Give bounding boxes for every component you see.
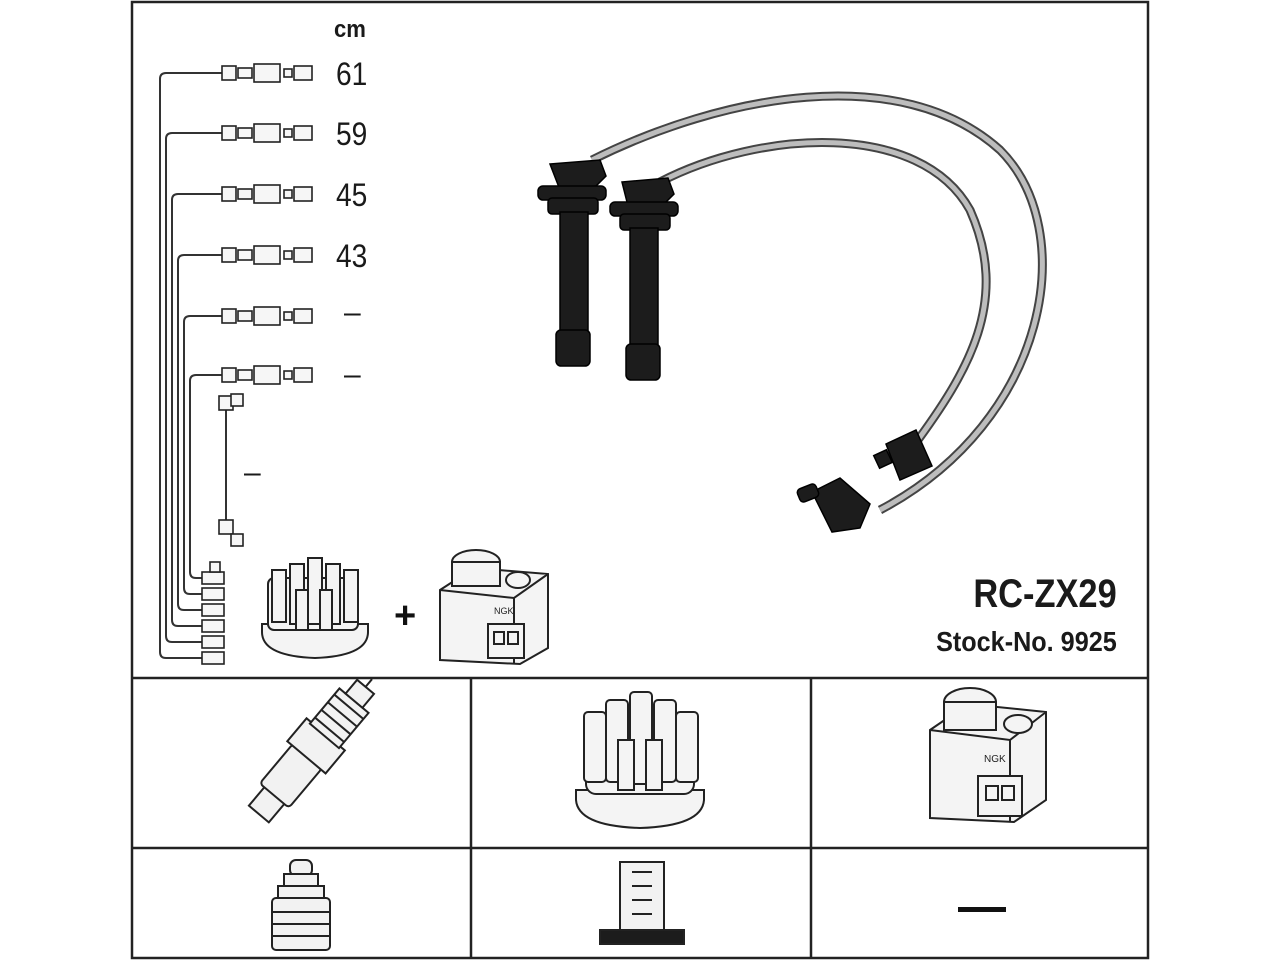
plug-boot-1 [537,159,607,367]
plus-sign: + [394,595,416,637]
ignition-coil-small-icon: NGK [439,549,549,666]
ignition-coil-icon: NGK [929,687,1047,824]
frame [130,0,1150,960]
coil-lettering: NGK [984,754,1006,765]
wire-connector-6 [221,365,313,385]
distributor-cap-small-icon [261,557,369,660]
coil-wire-connectors [218,393,244,547]
ignition-lead-set [537,91,1047,533]
wire-length-1: 61 [336,56,368,92]
wire-length-4: 43 [336,238,368,274]
model-code: RC-ZX29 [973,572,1117,616]
lead-end-straight [872,428,933,482]
plug-boot-2 [609,177,679,381]
empty-cell-dash [958,907,1006,912]
wiring-schematic [159,72,227,659]
wire-connector-45 [221,184,313,204]
plug-connector-icon [271,859,331,951]
spark-plug-icon [247,678,376,824]
wire-length-3: 45 [336,177,368,213]
unit-label: cm [334,16,366,43]
cap-terminal-icon [599,861,685,945]
coil-small-lettering: NGK [494,606,514,616]
wire-length-6: – [344,358,361,391]
bus-terminals [201,561,225,665]
lead-end-angled [796,477,871,533]
wire-connectors [201,63,313,665]
wire-connector-43 [221,245,313,265]
wire-connector-59 [221,123,313,143]
stock-number: Stock-No. 9925 [936,626,1117,657]
distributor-cap-icon [575,691,705,830]
wire-connector-5 [221,306,313,326]
wire-connector-61 [221,63,313,83]
coil-wire-length: – [244,456,261,489]
wire-length-2: 59 [336,116,368,152]
wire-length-5: – [344,296,361,329]
